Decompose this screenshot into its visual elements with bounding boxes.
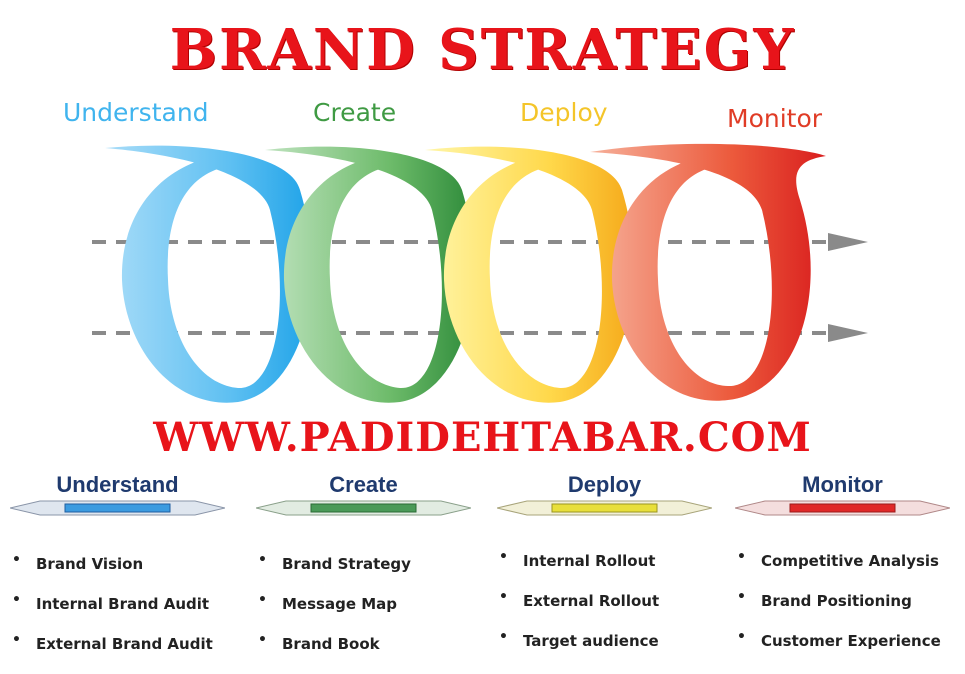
bullet-icon: •: [499, 629, 508, 645]
ribbon-loop-create: [265, 146, 474, 403]
stage-label-deploy: Deploy: [520, 98, 608, 127]
column-monitor: Monitor •Competitive Analysis •Brand Pos…: [735, 474, 950, 661]
column-header-monitor: Monitor: [802, 472, 883, 497]
bullet-icon: •: [499, 549, 508, 565]
column-bar-create: [256, 500, 471, 516]
stage-label-create: Create: [313, 98, 397, 127]
list-item: •Brand Book: [256, 624, 471, 664]
column-understand: Understand •Brand Vision •Internal Brand…: [10, 474, 225, 664]
ribbon-loop-monitor: [590, 143, 826, 401]
bullet-icon: •: [258, 632, 267, 648]
column-create: Create •Brand Strategy •Message Map •Bra…: [256, 474, 471, 664]
list-item: •Brand Vision: [10, 544, 225, 584]
column-header-understand: Understand: [56, 472, 179, 497]
column-bar-monitor: [735, 500, 950, 516]
ribbon-loop-deploy: [425, 146, 634, 403]
list-item: •External Brand Audit: [10, 624, 225, 664]
list-item: •Competitive Analysis: [735, 541, 950, 581]
column-header-deploy: Deploy: [567, 472, 642, 497]
bullet-icon: •: [737, 589, 746, 605]
bullet-icon: •: [737, 629, 746, 645]
bullet-icon: •: [12, 552, 21, 568]
bullet-icon: •: [258, 552, 267, 568]
bullet-icon: •: [499, 589, 508, 605]
bullet-icon: •: [737, 549, 746, 565]
column-bar-deploy: [497, 500, 712, 516]
column-bar-understand: [10, 500, 225, 516]
bullet-icon: •: [12, 592, 21, 608]
column-header-create: Create: [329, 472, 398, 497]
list-item: •Target audience: [497, 621, 712, 661]
list-item: •Message Map: [256, 584, 471, 624]
list-item: •Brand Positioning: [735, 581, 950, 621]
page-title: BRAND STRATEGY: [169, 17, 796, 83]
list-item: •Brand Strategy: [256, 544, 471, 584]
list-item: •External Rollout: [497, 581, 712, 621]
website-url: WWW.PADIDEHTABAR.COM: [153, 414, 812, 461]
column-deploy: Deploy •Internal Rollout •External Rollo…: [497, 474, 712, 661]
ribbon-loop-understand: [105, 145, 312, 403]
stage-label-monitor: Monitor: [727, 104, 823, 133]
bullet-icon: •: [258, 592, 267, 608]
list-item: •Customer Experience: [735, 621, 950, 661]
stage-label-understand: Understand: [63, 98, 209, 127]
list-item: •Internal Rollout: [497, 541, 712, 581]
bullet-icon: •: [12, 632, 21, 648]
spiral-ribbon-diagram: [92, 143, 868, 403]
list-item: •Internal Brand Audit: [10, 584, 225, 624]
